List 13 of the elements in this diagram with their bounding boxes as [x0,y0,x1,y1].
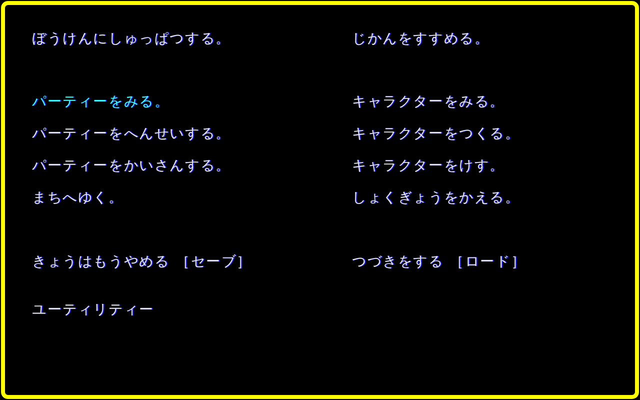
menu-item: きょうはもうやめる ［セーブ］ [32,253,252,271]
menu-item: ユーティリティー [32,301,154,319]
selected-menu-item: パーティーをみる。 [32,93,170,111]
menu-item: キャラクターをけす。 [352,157,505,175]
menu-item: まちへゆく。 [32,189,124,207]
menu-item: じかんをすすめる。 [352,30,490,48]
menu-item: ぼうけんにしゅっぱつする。 [32,30,231,48]
menu-item: パーティーをへんせいする。 [32,125,231,143]
menu-item: キャラクターをつくる。 [352,125,520,143]
menu-item: キャラクターをみる。 [352,93,505,111]
menu-item: しょくぎょうをかえる。 [352,189,520,207]
menu-item: つづきをする ［ロード］ [352,253,526,271]
menu-item: パーティーをかいさんする。 [32,157,231,175]
